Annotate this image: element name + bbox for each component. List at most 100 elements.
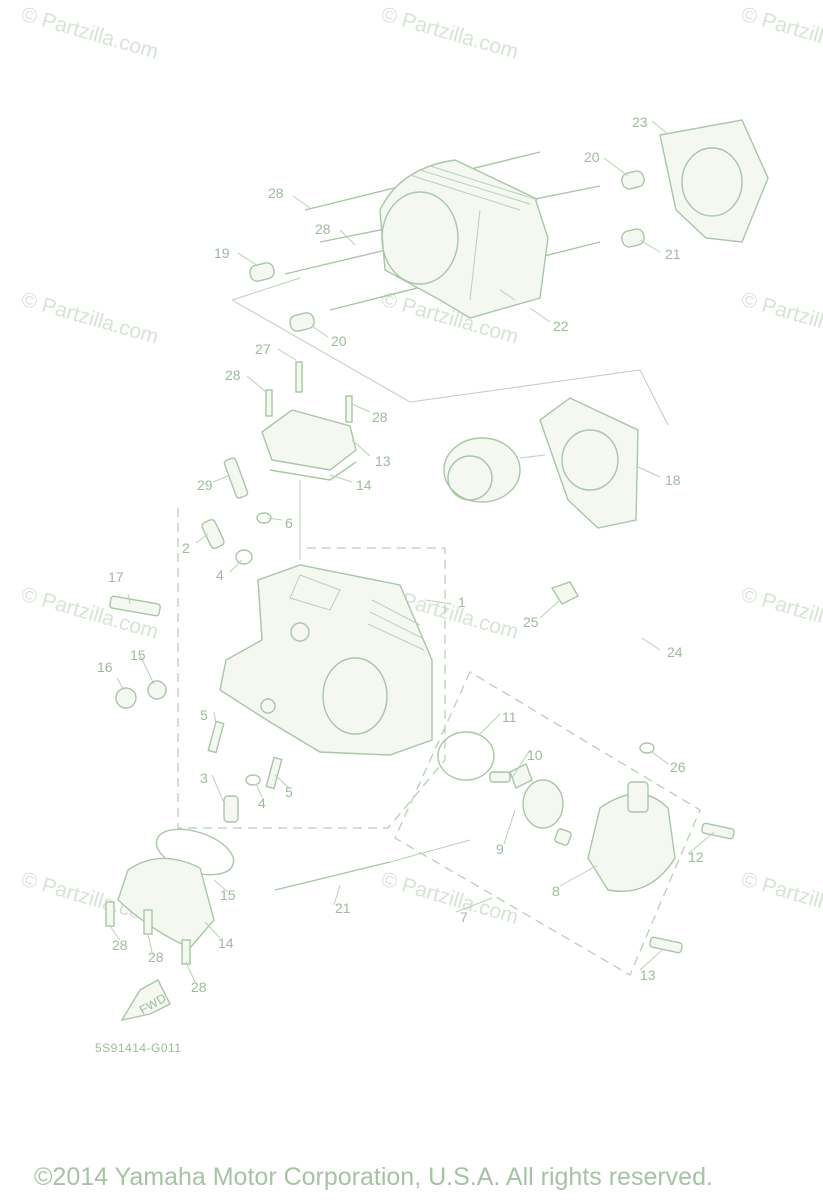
- leader-line: [351, 403, 371, 413]
- leader-line: [455, 897, 493, 913]
- hose-clamp-27: [639, 742, 655, 754]
- leader-line: [237, 252, 259, 267]
- leader-line: [529, 307, 551, 323]
- callout-13: 13: [640, 967, 656, 983]
- leader-line: [246, 375, 267, 393]
- leader-line: [277, 348, 297, 361]
- callout-28: 28: [315, 221, 331, 237]
- cylinder-head: [219, 564, 433, 756]
- watermark-text: © Partzilla.com: [739, 583, 823, 644]
- leader-line: [639, 239, 661, 253]
- callout-28: 28: [148, 949, 164, 965]
- water-pump-parts: [437, 731, 735, 954]
- callout-2: 2: [182, 540, 190, 556]
- leader-line: [213, 879, 229, 893]
- diagram-code: 5S91414-G011: [95, 1041, 182, 1055]
- callout-23: 23: [632, 114, 648, 130]
- callout-3: 3: [200, 770, 208, 786]
- callout-21: 21: [665, 246, 681, 262]
- leader-line: [651, 120, 669, 135]
- callout-14: 14: [356, 477, 372, 493]
- watermark-text: © Partzilla.com: [739, 868, 823, 929]
- leader-line: [511, 749, 531, 779]
- callout-28: 28: [225, 367, 241, 383]
- callout-22: 22: [553, 318, 569, 334]
- callout-25: 25: [523, 614, 539, 630]
- watermark-text: © Partzilla.com: [19, 288, 161, 349]
- leader-line: [185, 961, 196, 983]
- callout-28: 28: [112, 937, 128, 953]
- callout-8: 8: [552, 883, 560, 899]
- leader-line: [339, 229, 356, 246]
- leader-line: [639, 949, 663, 971]
- leader-line: [503, 809, 516, 845]
- callout-17: 17: [108, 569, 124, 585]
- callout-20: 20: [331, 333, 347, 349]
- watermark-text: © Partzilla.com: [379, 3, 521, 64]
- callout-9: 9: [496, 841, 504, 857]
- callout-19: 19: [214, 245, 230, 261]
- leader-line: [229, 559, 243, 573]
- leader-line: [641, 637, 661, 651]
- callout-28: 28: [268, 185, 284, 201]
- watermark-text: © Partzilla.com: [19, 3, 161, 64]
- leader-line: [255, 783, 263, 798]
- leader-line: [195, 533, 209, 544]
- lower-cover: [105, 828, 235, 965]
- leader-line: [351, 439, 371, 457]
- leader-line: [212, 475, 229, 483]
- head-assembly-box: [177, 508, 446, 829]
- leader-line: [127, 593, 131, 605]
- leader-line: [603, 157, 629, 177]
- leader-line: [635, 465, 661, 478]
- leader-line: [139, 654, 155, 685]
- callout-4: 4: [258, 795, 266, 811]
- leader-line: [292, 195, 311, 209]
- leader-line: [651, 751, 669, 765]
- leader-line: [267, 517, 283, 521]
- callout-5: 5: [200, 707, 208, 723]
- piston: [443, 437, 546, 503]
- callout-15: 15: [220, 887, 236, 903]
- cylinder-head-gasket: [659, 119, 769, 243]
- leader-line: [311, 325, 329, 338]
- watermark-text: © Partzilla.com: [739, 288, 823, 349]
- cylinder-base-gasket: [539, 397, 639, 529]
- callout-18: 18: [665, 472, 681, 488]
- leader-lines: [109, 120, 715, 983]
- leader-line: [274, 774, 290, 789]
- callout-15: 15: [130, 647, 146, 663]
- leader-line: [211, 774, 226, 806]
- leader-line: [479, 713, 501, 735]
- callout-16: 16: [97, 659, 113, 675]
- callout-21: 21: [335, 900, 351, 916]
- clamp-26: [550, 581, 579, 605]
- callout-29: 29: [197, 477, 213, 493]
- callout-10: 10: [527, 747, 543, 763]
- callout-28: 28: [191, 979, 207, 995]
- watermark-text: © Partzilla.com: [739, 3, 823, 64]
- leader-line: [213, 711, 217, 725]
- water-pump-box: [394, 671, 701, 976]
- callout-28: 28: [372, 409, 388, 425]
- leader-line: [424, 599, 453, 605]
- leader-line: [147, 933, 153, 953]
- head-small-parts: [109, 512, 283, 823]
- leader-line: [333, 884, 341, 906]
- leader-line: [539, 599, 561, 619]
- callout-20: 20: [584, 149, 600, 165]
- long-bolt-22: [274, 861, 391, 891]
- leader-line: [687, 831, 715, 855]
- callout-6: 6: [285, 515, 293, 531]
- callout-7: 7: [460, 909, 468, 925]
- callout-11: 11: [502, 709, 517, 725]
- callout-24: 24: [667, 644, 683, 660]
- callout-13: 13: [375, 453, 391, 469]
- callout-27: 27: [255, 341, 271, 357]
- copyright-text: ©2014 Yamaha Motor Corporation, U.S.A. A…: [34, 1163, 713, 1191]
- leader-line: [109, 925, 121, 941]
- leader-line: [204, 921, 221, 939]
- leader-line: [329, 474, 353, 483]
